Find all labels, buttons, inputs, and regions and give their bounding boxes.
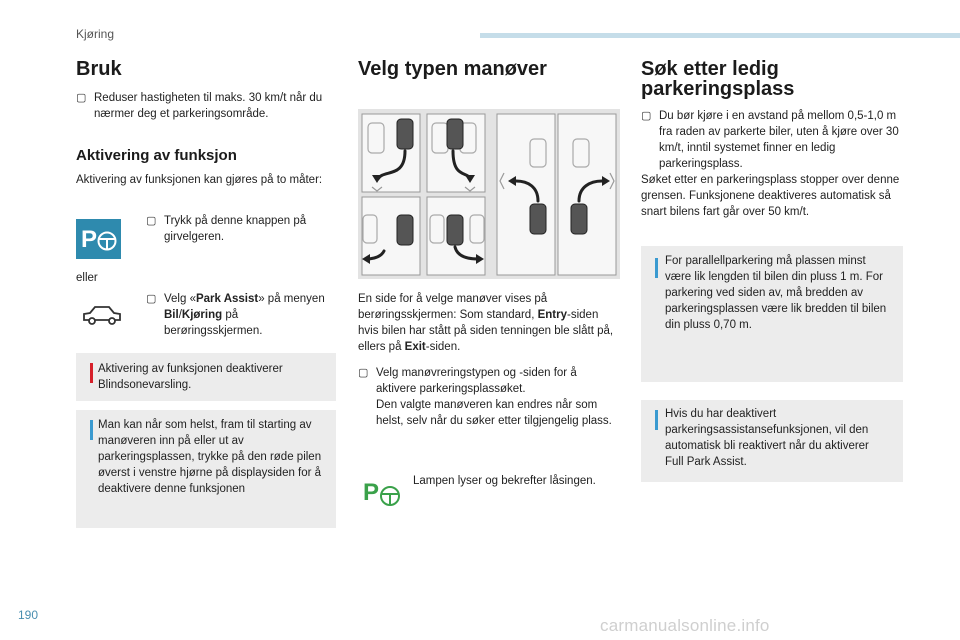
warning-box: Aktivering av funksjonen deaktiverer Bli… (76, 353, 336, 401)
section-header: Kjøring (76, 27, 115, 41)
title-search-line2: parkeringsplass (641, 78, 795, 100)
maneuver-diagram-svg (361, 113, 617, 276)
page-number: 190 (18, 608, 39, 622)
option2-text: Velg «Park Assist» på menyen Bil/Kjøring… (164, 293, 325, 337)
intro-bullet: ▢ Reduser hastigheten til maks. 30 km/t … (76, 90, 336, 122)
bullet-marker: ▢ (358, 367, 369, 379)
info-marker (655, 258, 658, 278)
intro-text: Reduser hastigheten til maks. 30 km/t nå… (94, 92, 323, 120)
option1-bullet: ▢ Trykk på denne knappen på girvelgeren. (146, 213, 326, 245)
svg-text:P: P (363, 479, 379, 506)
car-icon (81, 302, 123, 328)
option2-bullet: ▢ Velg «Park Assist» på menyen Bil/Kjøri… (146, 291, 326, 339)
search-bullet-text: Du bør kjøre i en avstand på mellom 0,5-… (659, 110, 899, 170)
lamp-text: Lampen lyser og bekrefter låsingen. (413, 475, 596, 487)
bullet-marker: ▢ (146, 215, 157, 227)
info-text-1: Man kan når som helst, fram til starting… (98, 419, 322, 495)
bullet-marker: ▢ (146, 293, 157, 305)
warning-marker (90, 363, 93, 383)
maneuver-diagram (358, 109, 620, 279)
search-bullet: ▢ Du bør kjøre i en avstand på mellom 0,… (641, 108, 903, 172)
maneuver-page-text: En side for å velge manøver vises på ber… (358, 293, 614, 353)
park-assist-button-icon: P (76, 219, 121, 259)
maneuver-bullet: ▢ Velg manøvreringstypen og -siden for å… (358, 365, 620, 429)
info-marker (655, 410, 658, 430)
footer-watermark: carmanualsonline.info (600, 616, 770, 635)
header-bar (480, 33, 960, 38)
park-assist-lamp-icon: P (363, 477, 403, 511)
info-box-2: For parallellparkering må plassen minst … (641, 246, 903, 382)
bullet-marker: ▢ (641, 110, 652, 122)
svg-text:P: P (81, 226, 97, 253)
info-text-2: For parallellparkering må plassen minst … (665, 255, 887, 331)
title-search-line1: Søk etter ledig (641, 58, 779, 80)
option1-text: Trykk på denne knappen på girvelgeren. (164, 215, 307, 243)
activation-text: Aktivering av funksjonen kan gjøres på t… (76, 174, 323, 186)
activation-heading: Aktivering av funksjon (76, 147, 237, 164)
info-text-3: Hvis du har deaktivert parkeringsassista… (665, 408, 869, 468)
or-text: eller (76, 272, 98, 284)
title-manover: Velg typen manøver (358, 58, 547, 80)
search-stop-text: Søket etter en parkeringsplass stopper o… (641, 174, 900, 218)
bullet-marker: ▢ (76, 92, 87, 104)
title-bruk: Bruk (76, 58, 122, 80)
info-box-3: Hvis du har deaktivert parkeringsassista… (641, 400, 903, 482)
info-box-1: Man kan når som helst, fram til starting… (76, 410, 336, 528)
info-marker (90, 420, 93, 440)
warning-text: Aktivering av funksjonen deaktiverer Bli… (98, 363, 283, 391)
maneuver-bullet-text: Velg manøvreringstypen og -siden for å a… (376, 367, 612, 427)
